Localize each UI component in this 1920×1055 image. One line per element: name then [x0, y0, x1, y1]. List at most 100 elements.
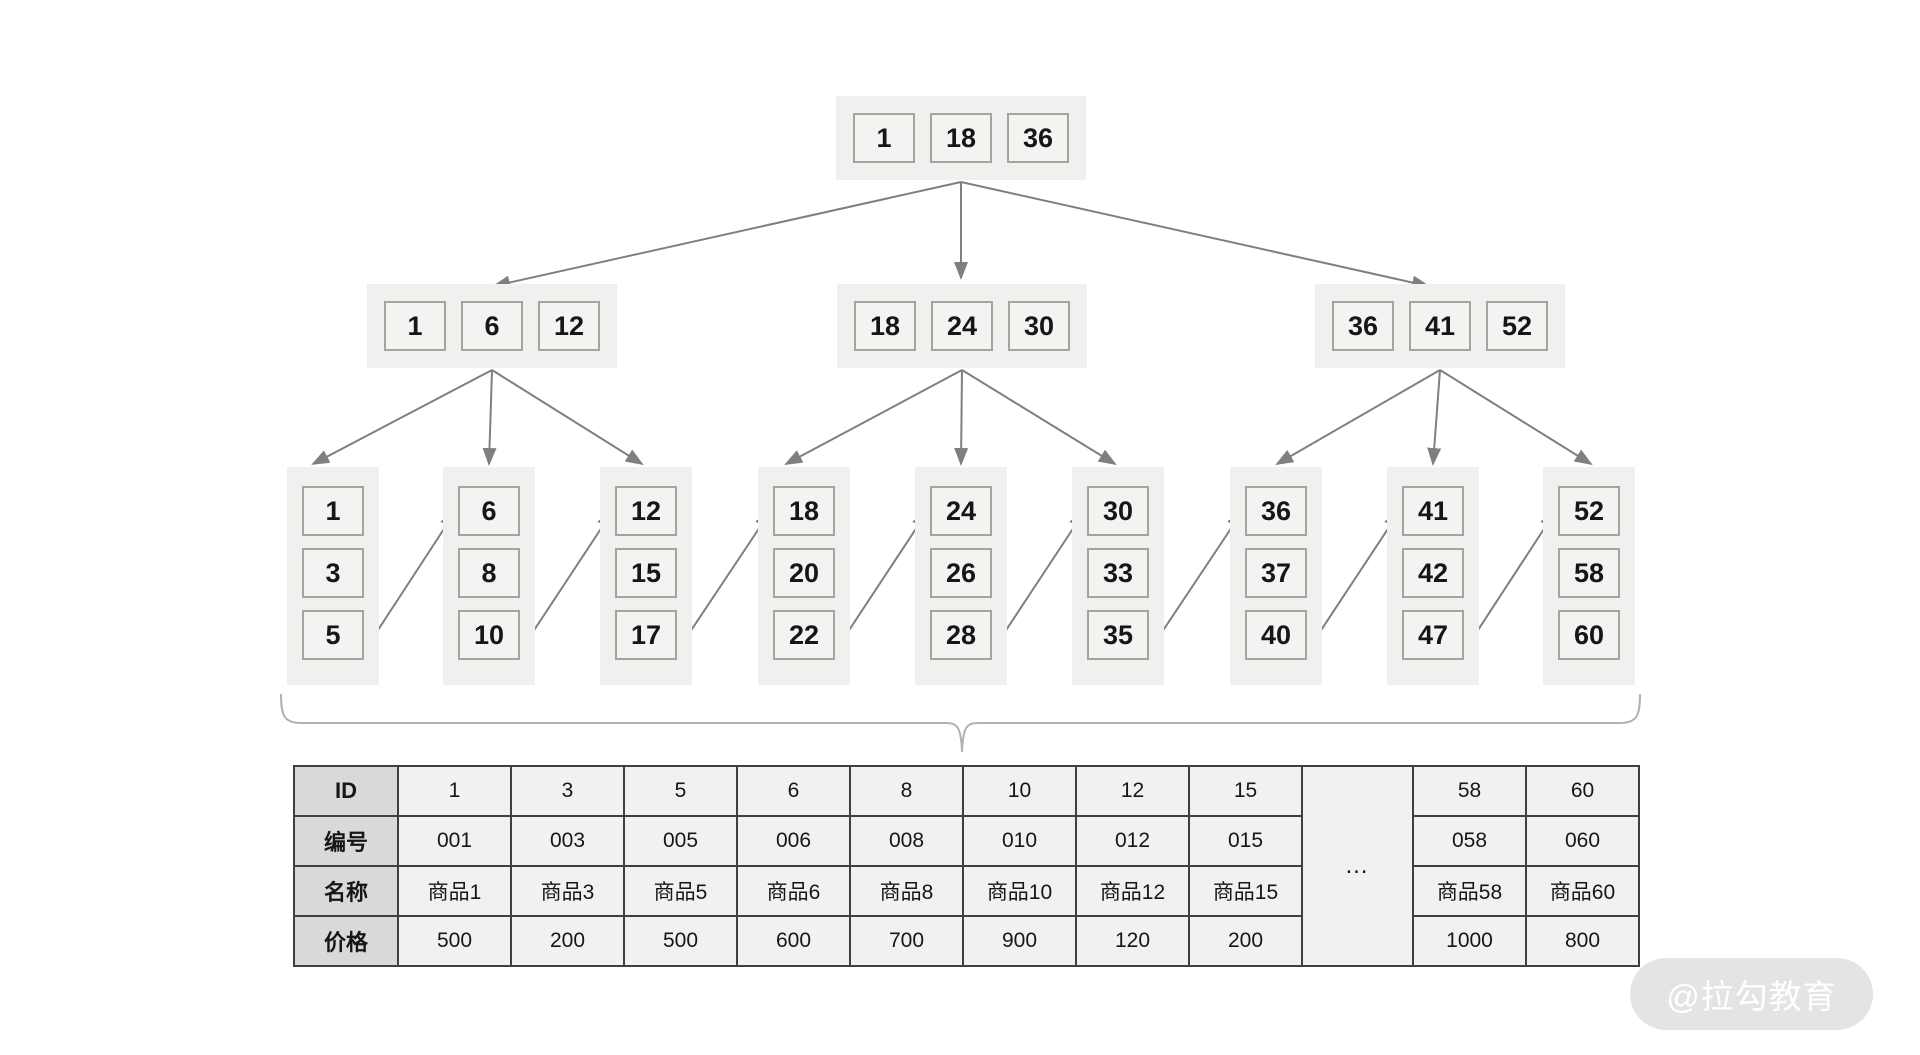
key-cell: 36 [1245, 486, 1307, 536]
table-cell: 008 [849, 815, 964, 867]
edge-internal-to-leaf [482, 369, 497, 466]
key-cell: 30 [1087, 486, 1149, 536]
table-cell: 商品58 [1412, 865, 1527, 917]
key-cell: 36 [1007, 113, 1069, 163]
key-cell: 47 [1402, 610, 1464, 660]
table-cell: 商品5 [623, 865, 738, 917]
edge-internal-to-leaf [1275, 369, 1441, 465]
curly-brace [280, 693, 1641, 753]
edge-internal-to-leaf [784, 369, 963, 465]
row-header: 编号 [293, 815, 399, 867]
edge-root-to-internal [492, 181, 962, 290]
table-cell: 3 [510, 765, 625, 817]
edge-internal-to-leaf [961, 369, 1117, 466]
table-cell: 003 [510, 815, 625, 867]
table-cell: 15 [1188, 765, 1303, 817]
key-cell: 1 [384, 301, 446, 351]
table-cell: 005 [623, 815, 738, 867]
edge-internal-to-leaf [491, 369, 644, 466]
table-cell: 12 [1075, 765, 1190, 817]
table-cell: 058 [1412, 815, 1527, 867]
key-cell: 10 [458, 610, 520, 660]
table-cell: 900 [962, 915, 1077, 967]
table-cell: 1000 [1412, 915, 1527, 967]
btree-leaf-node-2: 12 15 17 [600, 467, 692, 685]
watermark-badge: @拉勾教育 [1630, 958, 1873, 1030]
key-cell: 18 [930, 113, 992, 163]
key-cell: 6 [458, 486, 520, 536]
table-cell: 60 [1525, 765, 1640, 817]
key-cell: 41 [1402, 486, 1464, 536]
edge-root-to-internal [960, 181, 1430, 290]
table-cell: 200 [1188, 915, 1303, 967]
key-cell: 12 [615, 486, 677, 536]
table-cell: 商品8 [849, 865, 964, 917]
table-cell: 500 [623, 915, 738, 967]
table-cell: 120 [1075, 915, 1190, 967]
table-cell: 商品1 [397, 865, 512, 917]
table-cell: 060 [1525, 815, 1640, 867]
table-cell: 58 [1412, 765, 1527, 817]
table-cell: 商品15 [1188, 865, 1303, 917]
key-cell: 6 [461, 301, 523, 351]
key-cell: 26 [930, 548, 992, 598]
table-cell: 商品3 [510, 865, 625, 917]
table-cell: 商品60 [1525, 865, 1640, 917]
key-cell: 52 [1486, 301, 1548, 351]
key-cell: 5 [302, 610, 364, 660]
key-cell: 20 [773, 548, 835, 598]
edge-internal-to-leaf [1427, 369, 1442, 466]
edge-internal-to-leaf [954, 369, 969, 466]
key-cell: 24 [931, 301, 993, 351]
table-cell: 006 [736, 815, 851, 867]
key-cell: 18 [773, 486, 835, 536]
table-cell: 商品6 [736, 865, 851, 917]
key-cell: 36 [1332, 301, 1394, 351]
key-cell: 12 [538, 301, 600, 351]
key-cell: 28 [930, 610, 992, 660]
btree-leaf-node-5: 30 33 35 [1072, 467, 1164, 685]
key-cell: 35 [1087, 610, 1149, 660]
watermark-text: @拉勾教育 [1666, 978, 1837, 1015]
ellipsis-cell: … [1301, 765, 1414, 967]
key-cell: 15 [615, 548, 677, 598]
key-cell: 58 [1558, 548, 1620, 598]
edge-internal-to-leaf [311, 369, 493, 465]
table-cell: 800 [1525, 915, 1640, 967]
key-cell: 1 [302, 486, 364, 536]
key-cell: 18 [854, 301, 916, 351]
key-cell: 17 [615, 610, 677, 660]
table-cell: 012 [1075, 815, 1190, 867]
key-cell: 41 [1409, 301, 1471, 351]
btree-internal-node-2: 36 41 52 [1315, 284, 1565, 368]
row-header: 价格 [293, 915, 399, 967]
table-cell: 6 [736, 765, 851, 817]
table-cell: 015 [1188, 815, 1303, 867]
key-cell: 8 [458, 548, 520, 598]
table-cell: 商品10 [962, 865, 1077, 917]
btree-root-node: 1 18 36 [836, 96, 1086, 180]
btree-leaf-node-6: 36 37 40 [1230, 467, 1322, 685]
key-cell: 37 [1245, 548, 1307, 598]
key-cell: 40 [1245, 610, 1307, 660]
key-cell: 33 [1087, 548, 1149, 598]
table-cell: 10 [962, 765, 1077, 817]
row-header: ID [293, 765, 399, 817]
key-cell: 1 [853, 113, 915, 163]
table-cell: 700 [849, 915, 964, 967]
table-cell: 1 [397, 765, 512, 817]
key-cell: 60 [1558, 610, 1620, 660]
table-cell: 600 [736, 915, 851, 967]
